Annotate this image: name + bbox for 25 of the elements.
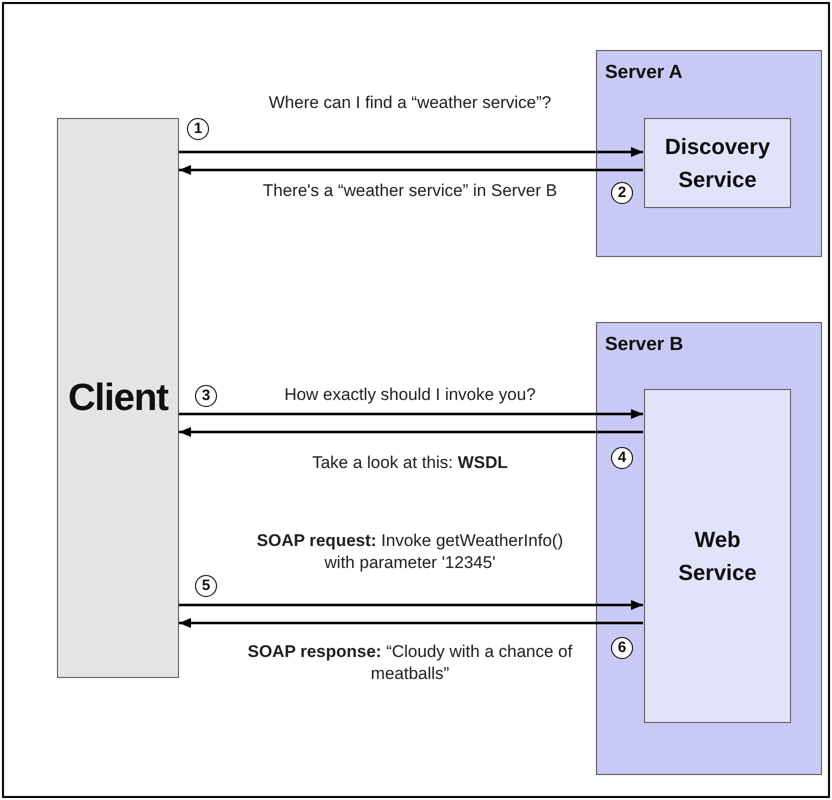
service-box (644, 389, 791, 723)
node-label: Client (68, 376, 168, 420)
node-heading: Server B (604, 333, 684, 357)
edge-label: How exactly should I invoke you? (283, 384, 537, 406)
server-panel (57, 118, 179, 678)
arrow (179, 147, 643, 157)
node-label: Discovery Service (664, 133, 772, 194)
service-box (644, 118, 791, 208)
server-panel (596, 50, 822, 257)
edge-label: There's a “weather service” in Server B (262, 180, 558, 202)
callout-number: 3 (195, 385, 217, 407)
node-label: Web Service (677, 526, 758, 587)
server-panel (596, 322, 822, 775)
edge-label: SOAP response: “Cloudy with a chance of meatballs” (246, 641, 574, 686)
callout-number: 1 (187, 118, 209, 140)
callout-number: 5 (195, 575, 217, 597)
arrow (179, 427, 643, 437)
arrow (179, 600, 643, 610)
node-heading: Server A (604, 61, 682, 85)
edge-label: Take a look at this: WSDL (311, 452, 509, 474)
arrow (179, 409, 643, 419)
arrow (179, 165, 643, 175)
edge-label: Where can I find a “weather service”? (268, 92, 552, 114)
arrow (179, 618, 643, 628)
edge-label: SOAP request: Invoke getWeatherInfo() with parameter '12345' (256, 530, 564, 574)
